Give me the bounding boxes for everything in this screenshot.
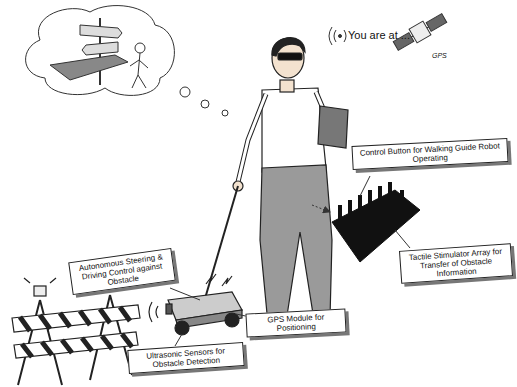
satellite-label: GPS	[432, 52, 447, 59]
callout-box: Autonomous Steering & Driving Control ag…	[68, 248, 176, 295]
callout-box: GPS Module for Positioning	[245, 308, 346, 337]
callout-text: GPS Module for Positioning	[250, 312, 343, 335]
leader-lines	[170, 176, 410, 346]
callout-box: Tactile Stimulator Array for Transfer of…	[399, 243, 513, 284]
callout-text: Ultrasonic Sensors for Obstacle Detectio…	[132, 345, 241, 370]
blind-pedestrian	[233, 38, 348, 334]
signal-waves	[329, 27, 346, 45]
thought-bubble	[26, 6, 228, 116]
callout-box: Control Button for Walking Guide Robot O…	[351, 138, 508, 170]
callout-text: Tactile Stimulator Array for Transfer of…	[403, 246, 509, 280]
callout-text: Control Button for Walking Guide Robot O…	[356, 141, 505, 167]
callout-text: Autonomous Steering & Driving Control ag…	[73, 251, 172, 291]
speech-text: You are at ...	[348, 29, 410, 41]
callout-box: Ultrasonic Sensors for Obstacle Detectio…	[127, 342, 244, 374]
